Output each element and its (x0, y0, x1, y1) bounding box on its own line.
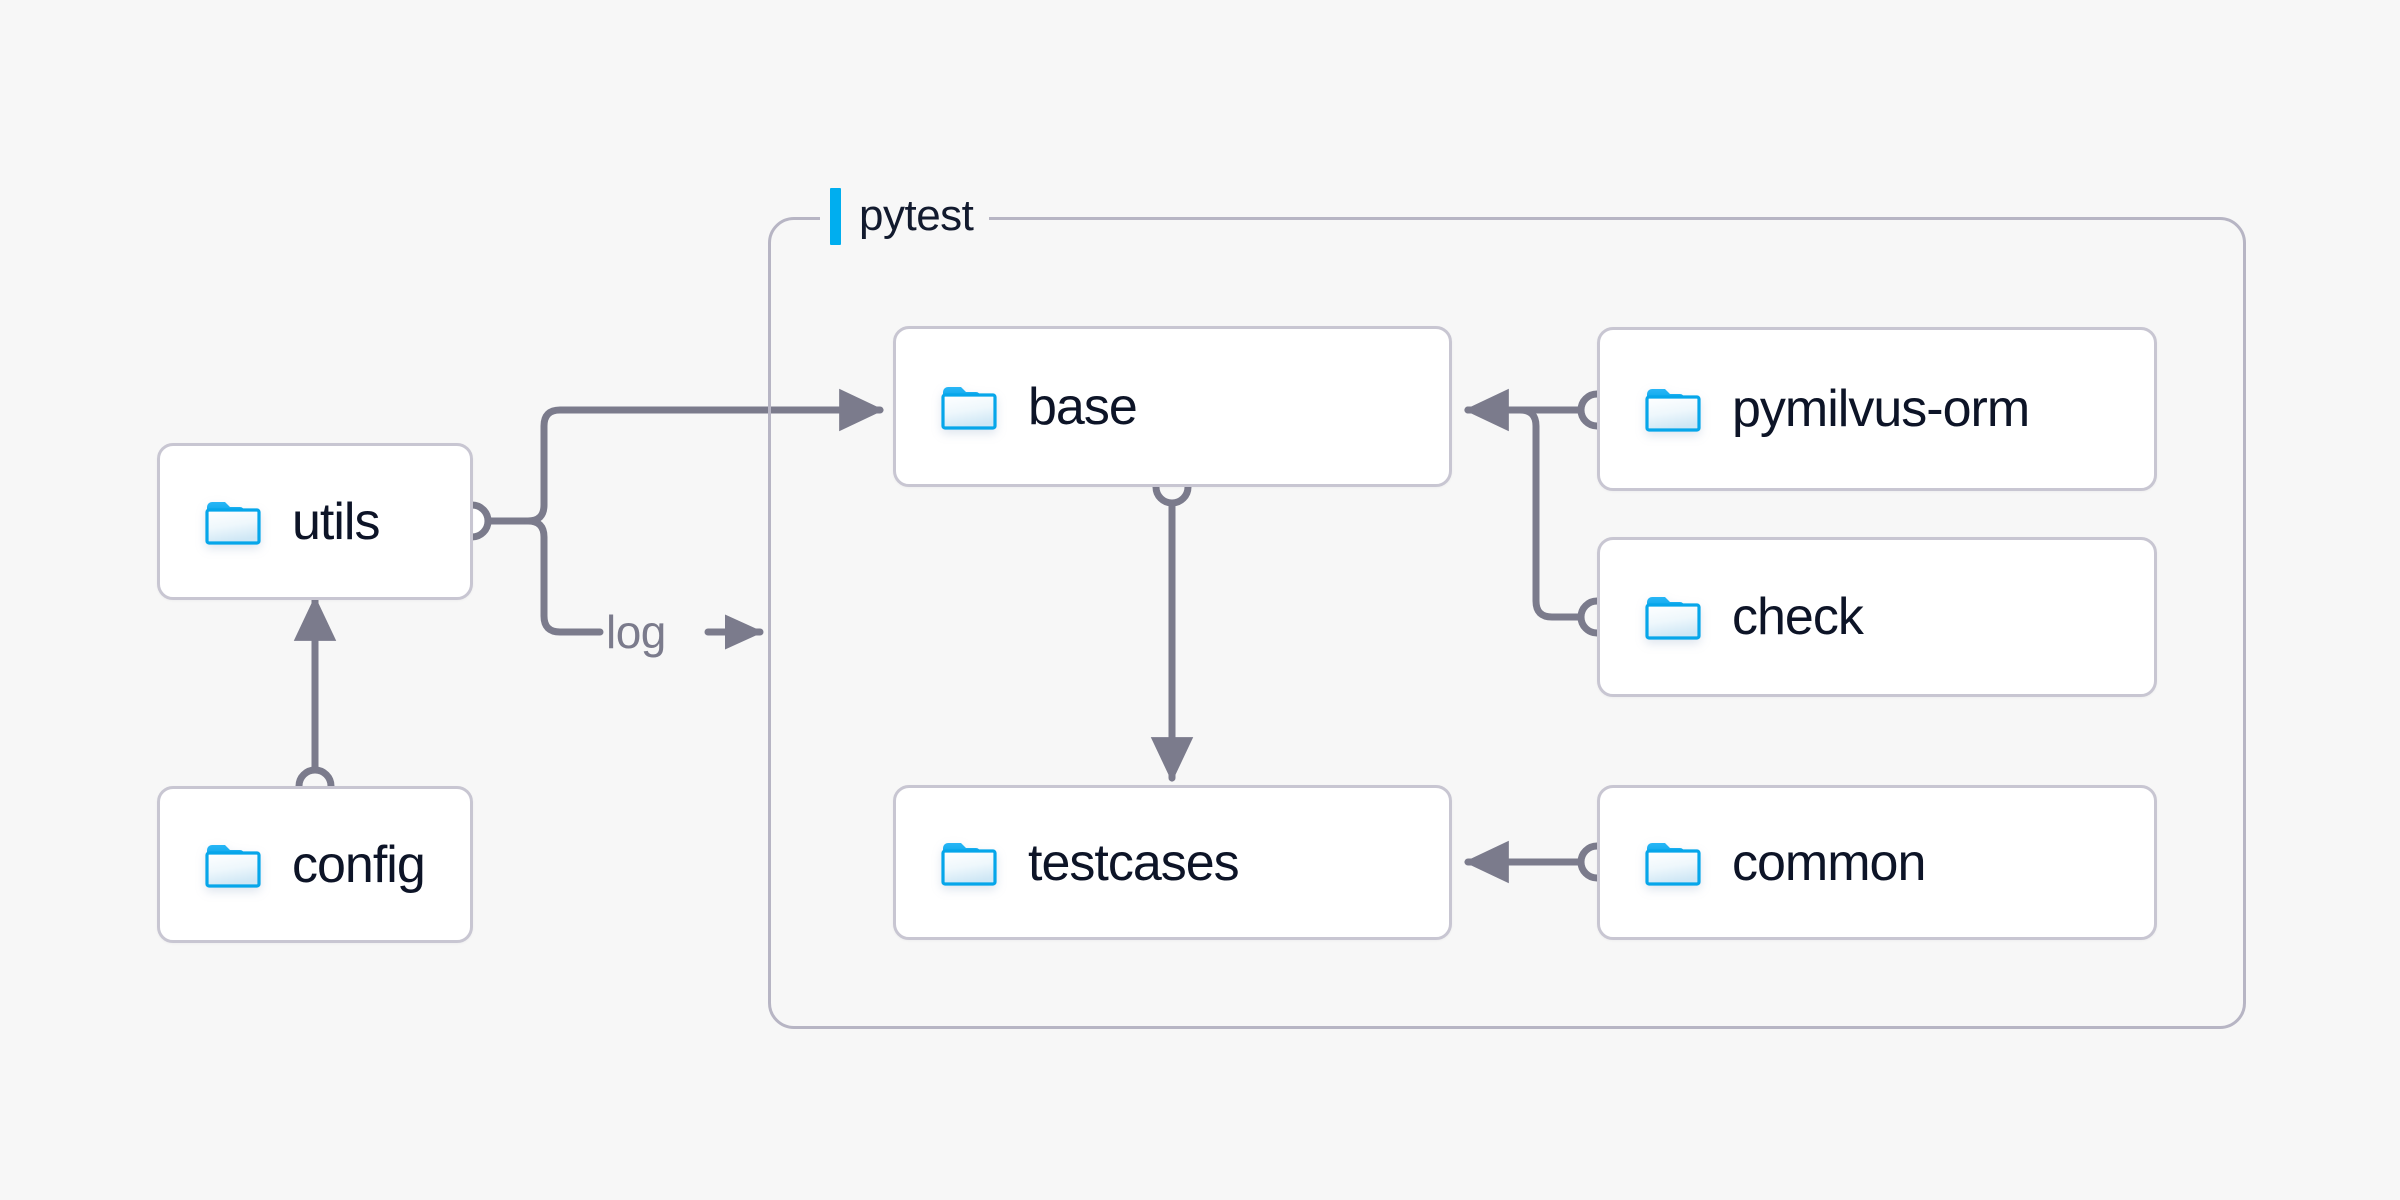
node-pymilvus-orm[interactable]: pymilvus-orm (1597, 327, 2157, 491)
node-config-label: config (292, 835, 426, 894)
node-base-label: base (1028, 377, 1138, 436)
edge-config-to-utils (293, 595, 337, 806)
folder-icon (940, 839, 998, 887)
node-testcases-label: testcases (1028, 833, 1240, 892)
folder-icon (204, 841, 262, 889)
accent-bar-icon (830, 187, 841, 245)
node-config[interactable]: config (157, 786, 473, 943)
node-common[interactable]: common (1597, 785, 2157, 940)
node-check[interactable]: check (1597, 537, 2157, 697)
node-base[interactable]: base (893, 326, 1452, 487)
group-pytest-title: pytest (859, 191, 974, 240)
folder-icon (204, 498, 262, 546)
node-common-label: common (1732, 833, 1926, 892)
node-utils-label: utils (292, 492, 380, 551)
group-pytest-label: pytest (820, 185, 990, 247)
group-pytest (768, 217, 2246, 1029)
folder-icon (1644, 839, 1702, 887)
folder-icon (940, 383, 998, 431)
node-check-label: check (1732, 588, 1864, 646)
folder-icon (1644, 385, 1702, 433)
folder-icon (1644, 593, 1702, 641)
node-utils[interactable]: utils (157, 443, 473, 600)
node-testcases[interactable]: testcases (893, 785, 1452, 940)
node-pymilvus-orm-label: pymilvus-orm (1732, 380, 2030, 438)
edge-label-log: log (606, 606, 666, 658)
